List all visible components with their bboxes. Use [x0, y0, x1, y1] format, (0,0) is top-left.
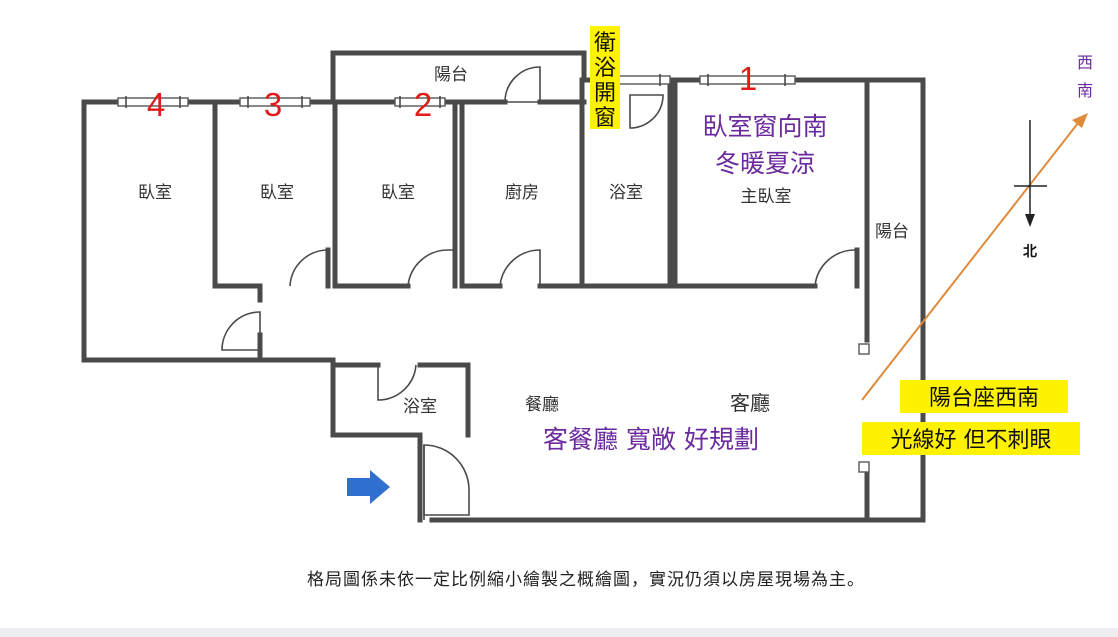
- svg-text:開: 開: [594, 81, 616, 106]
- svg-text:窗: 窗: [594, 106, 616, 131]
- compass-label-south: 南: [1077, 81, 1093, 100]
- compass-label-north: 北: [1023, 244, 1037, 260]
- note-living-dining: 客餐廳 寬敞 好規劃: [543, 425, 759, 454]
- room-label-kitchen: 廚房: [505, 182, 539, 203]
- window-number-2: 2: [414, 86, 432, 123]
- room-label-bathroom-top: 浴室: [609, 183, 643, 203]
- compass-label-west: 西: [1077, 53, 1093, 72]
- room-label-master-bedroom: 主臥室: [741, 187, 792, 207]
- room-label-bathroom-bottom: 浴室: [403, 397, 437, 417]
- compass: 西 南 北: [1014, 53, 1093, 260]
- room-label-bedroom-4: 臥室: [138, 183, 172, 203]
- orientation-line: [861, 117, 1083, 401]
- room-label-bedroom-3: 臥室: [260, 183, 294, 203]
- svg-text:衛: 衛: [594, 31, 616, 56]
- svg-text:浴: 浴: [594, 56, 616, 81]
- room-label-dining: 餐廳: [525, 395, 559, 415]
- window-number-4: 4: [147, 86, 165, 123]
- note-balcony-line2: 光線好 但不刺眼: [891, 428, 1052, 453]
- room-label-bedroom-2: 臥室: [381, 183, 415, 203]
- orientation-arrowhead: [1072, 113, 1088, 128]
- compass-north-arrow-icon: [1025, 214, 1035, 227]
- bottom-bar: [0, 628, 1118, 637]
- doors: [221, 66, 856, 520]
- disclaimer-text: 格局圖係未依一定比例縮小繪製之概繪圖，實況仍須以房屋現場為主。: [307, 570, 865, 590]
- note-bedroom-window-line1: 臥室窗向南: [702, 112, 827, 141]
- window-number-1: 1: [739, 60, 757, 97]
- entry-arrow-icon: [347, 470, 390, 504]
- room-label-balcony-right: 陽台: [875, 222, 909, 242]
- room-label-living: 客廳: [730, 391, 770, 415]
- balcony-note: 陽台座西南 光線好 但不刺眼: [862, 380, 1080, 455]
- note-balcony-line1: 陽台座西南: [929, 386, 1039, 411]
- window-number-3: 3: [264, 86, 282, 123]
- windows: [117, 74, 870, 473]
- bathroom-window-note: 衛 浴 開 窗: [590, 26, 620, 131]
- room-label-balcony-top: 陽台: [434, 65, 468, 85]
- note-bedroom-window-line2: 冬暖夏涼: [715, 149, 815, 178]
